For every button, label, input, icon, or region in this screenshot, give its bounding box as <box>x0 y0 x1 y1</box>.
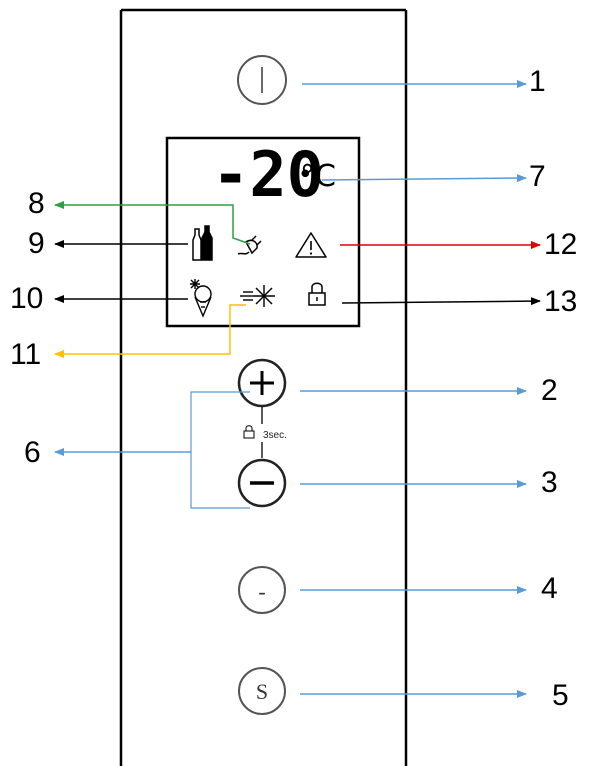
callout-label-9: 9 <box>28 227 45 260</box>
small-lock-icon <box>243 425 255 439</box>
lock-hint-text: 3sec. <box>263 430 287 441</box>
callout-label-6: 6 <box>24 436 41 469</box>
plug-icon <box>237 235 262 255</box>
callout-label-1: 1 <box>529 65 546 98</box>
fast-freeze-icon <box>240 285 275 307</box>
callout-arrow-11 <box>54 304 246 358</box>
s-button[interactable]: S <box>238 667 286 715</box>
callout-arrow-13 <box>341 297 541 306</box>
lock-combo-hint: 3sec. <box>243 407 287 458</box>
power-button[interactable] <box>237 55 287 105</box>
temperature-unit: °C <box>300 159 336 194</box>
s-button-label: S <box>256 679 268 704</box>
callout-label-7: 7 <box>529 160 546 193</box>
callout-label-3: 3 <box>541 466 558 499</box>
bottles-icon <box>192 225 213 261</box>
mode-button[interactable]: - <box>238 566 286 614</box>
temperature-readout: -20 <box>212 138 324 211</box>
callout-label-12: 12 <box>544 228 577 261</box>
callout-arrow-6 <box>190 391 250 509</box>
callout-label-4: 4 <box>541 572 558 605</box>
mode-button-symbol: - <box>258 579 265 604</box>
callout-label-11: 11 <box>10 338 41 371</box>
lock-icon <box>308 282 326 306</box>
callout-label-10: 10 <box>10 282 43 315</box>
callout-arrow-7 <box>321 174 527 183</box>
minus-button[interactable] <box>237 458 287 508</box>
callout-label-8: 8 <box>28 187 45 220</box>
callout-arrow-8 <box>54 201 251 245</box>
plus-button[interactable] <box>237 358 287 408</box>
callout-label-5: 5 <box>552 679 569 712</box>
warning-icon <box>295 232 327 258</box>
callout-label-13: 13 <box>544 285 577 318</box>
panel-outline <box>119 8 408 766</box>
ice-cream-icon <box>190 279 212 318</box>
callout-label-2: 2 <box>541 374 558 407</box>
